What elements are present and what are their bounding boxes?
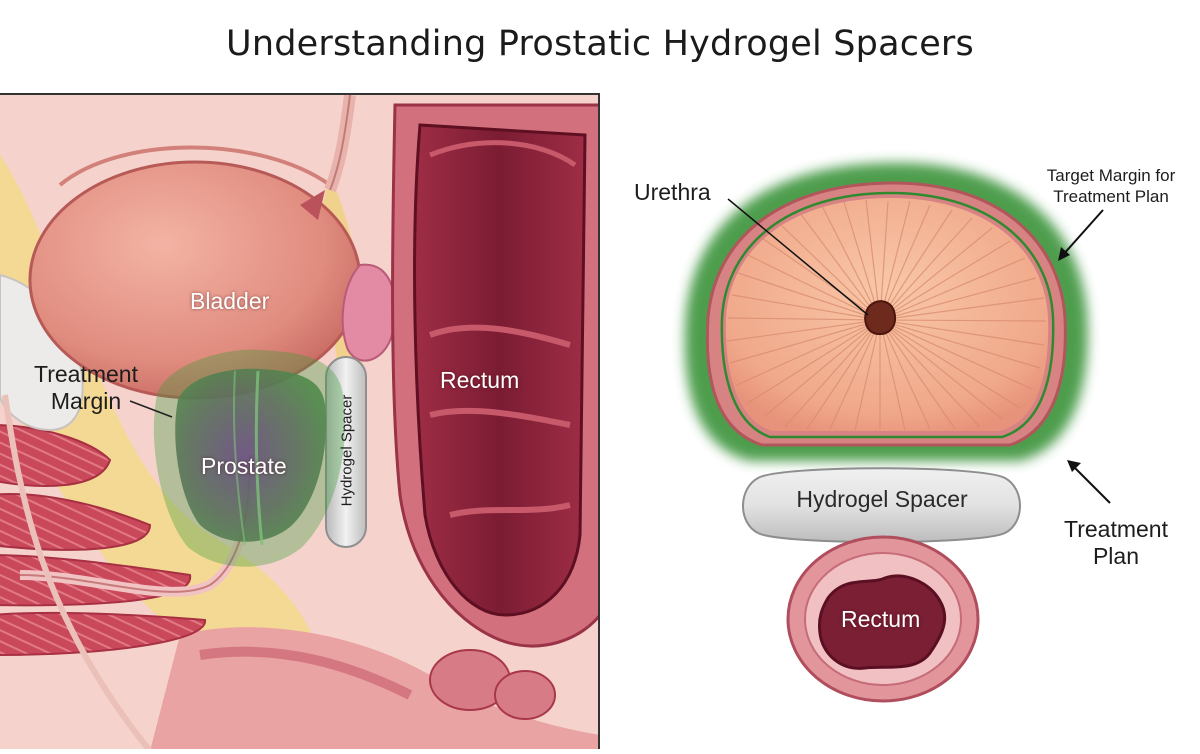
target-margin-label-line1: Target Margin for xyxy=(1046,166,1176,185)
urethra-label: Urethra xyxy=(634,179,711,205)
target-margin-arrow xyxy=(1061,209,1104,257)
page-title: Understanding Prostatic Hydrogel Spacers xyxy=(226,24,974,64)
seminal-vesicle xyxy=(341,263,397,362)
fat-tissue xyxy=(0,155,320,695)
rectum xyxy=(413,123,587,617)
target-margin-label: Target Margin for Treatment Plan xyxy=(1026,165,1196,207)
prostate-label: Prostate xyxy=(201,453,287,479)
target-margin-label-line2: Treatment Plan xyxy=(1053,187,1169,206)
bladder-label: Bladder xyxy=(190,288,270,314)
prostate xyxy=(175,368,326,542)
treatment-margin-label: Treatment Margin xyxy=(16,361,156,415)
rectum-label-left: Rectum xyxy=(440,367,520,393)
rectum-lumen xyxy=(818,574,947,670)
sagittal-illustration: Bladder Prostate Rectum Treatment Margin… xyxy=(0,93,600,749)
target-margin-contour xyxy=(720,191,1055,439)
urethra-leader xyxy=(727,198,869,316)
treatment-plan-arrow xyxy=(1071,464,1111,504)
treatment-margin-label-line2: Margin xyxy=(50,388,122,414)
sagittal-anatomy-drawing xyxy=(0,95,598,749)
hydrogel-spacer xyxy=(325,356,367,548)
hydrogel-spacer-label-right: Hydrogel Spacer xyxy=(796,486,968,512)
hydrogel-spacer-cross-section xyxy=(742,467,1021,543)
treatment-plan-label-line2: Plan xyxy=(1092,543,1140,569)
treatment-margin-leader xyxy=(129,400,173,418)
treatment-margin-label-line1: Treatment xyxy=(34,361,138,387)
axial-cross-section: Urethra Target Margin for Treatment Plan… xyxy=(600,93,1200,749)
treatment-plan-label-line1: Treatment xyxy=(1064,516,1168,542)
treatment-plan-label: Treatment Plan xyxy=(1046,516,1186,570)
urethra xyxy=(864,300,896,336)
hydrogel-spacer-label-left: Hydrogel Spacer xyxy=(338,394,356,507)
gland-fibers xyxy=(726,199,1047,431)
axial-anatomy-drawing xyxy=(684,162,1111,703)
rectum-label-right: Rectum xyxy=(841,606,921,632)
